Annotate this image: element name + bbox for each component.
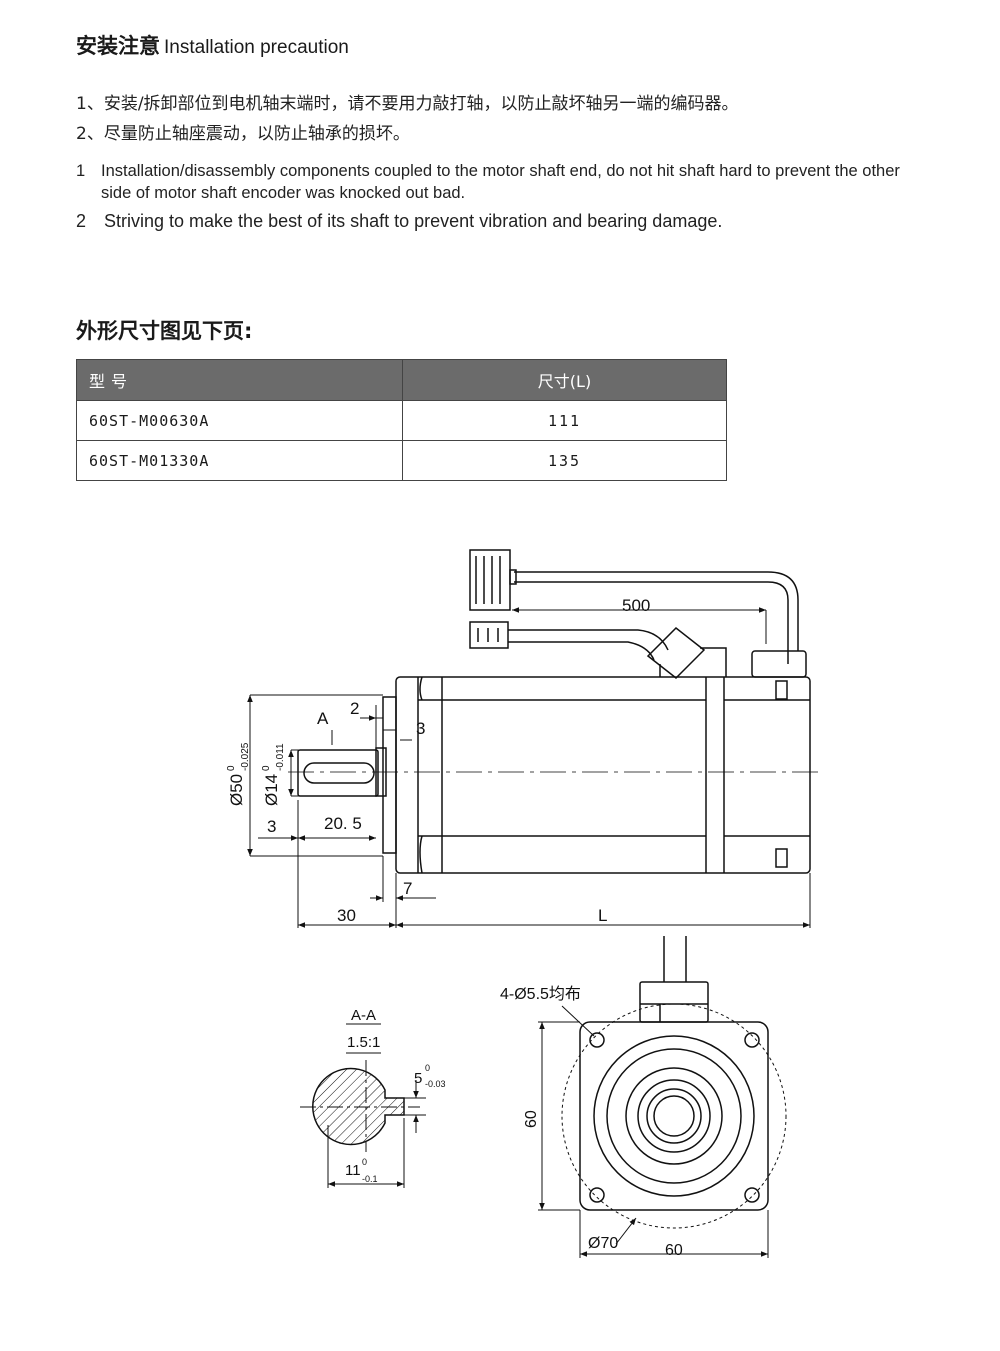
dim-2: 2 (350, 699, 359, 718)
title-cn: 安装注意 (76, 34, 160, 58)
header-length: 尺寸(L) (402, 359, 727, 401)
dim-section-mark: A (317, 709, 329, 728)
cell-model: 60ST-M00630A (76, 400, 403, 441)
dimension-table: 型号 尺寸(L) 60ST-M00630A 111 60ST-M01330A 1… (76, 359, 727, 481)
pcd-diameter: Ø70 (588, 1235, 618, 1252)
dia-50: Ø50 (227, 774, 246, 806)
dia-14-tol-upper: 0 (261, 765, 272, 771)
section-scale: 1.5:1 (347, 1034, 380, 1051)
dia-50-tol-lower: -0.025 (240, 742, 251, 771)
flange-height: 60 (523, 1110, 540, 1128)
shaft-section-view (300, 1023, 426, 1188)
note-en-1-line2: side of motor shaft encoder was knocked … (101, 184, 466, 202)
flange-width: 60 (665, 1242, 683, 1259)
motor-front-view (538, 936, 787, 1258)
dia-14-label: Ø14 0 -0.011 (261, 743, 286, 806)
dim-7: 7 (403, 879, 412, 898)
table-header-row: 型号 尺寸(L) (76, 359, 727, 401)
cell-model: 60ST-M01330A (76, 440, 403, 481)
cell-length: 135 (402, 440, 727, 481)
cell-length: 111 (402, 400, 727, 441)
section-title: A-A (351, 1007, 376, 1024)
holes-spec: 4-Ø5.5均布 (500, 985, 581, 1003)
dim-3-left: 3 (267, 817, 276, 836)
table-row: 60ST-M00630A 111 (76, 400, 727, 441)
key-tol-upper: 0 (425, 1063, 430, 1073)
table-title: 外形尺寸图见下页: (76, 319, 253, 343)
dim-20-5: 20. 5 (324, 814, 362, 833)
dimension-labels: 500 A 2 3 3 20. 5 7 30 L Ø50 0 -0.025 Ø1… (226, 596, 683, 1259)
dia-14: Ø14 (262, 774, 281, 806)
flange-height-label: 60 (523, 1110, 540, 1128)
dim-30: 30 (337, 906, 356, 925)
note-en-1-line1: Installation/disassembly components coup… (101, 162, 900, 180)
note-en-2-number: 2 (76, 211, 87, 231)
shaft-tol-lower: -0.1 (362, 1174, 378, 1184)
dia-50-tol-upper: 0 (226, 765, 237, 771)
key-width: 5 (414, 1070, 422, 1087)
motor-side-view (247, 549, 822, 928)
dia-50-label: Ø50 0 -0.025 (226, 742, 251, 806)
note-cn-2: 2、尽量防止轴座震动，以防止轴承的损坏。 (76, 124, 410, 144)
table-row: 60ST-M01330A 135 (76, 440, 727, 481)
dim-3-top: 3 (416, 719, 425, 738)
title-en: Installation precaution (164, 37, 349, 58)
shaft-depth: 11 (345, 1162, 361, 1179)
dia-14-tol-lower: -0.011 (275, 743, 286, 771)
shaft-tol-upper: 0 (362, 1157, 367, 1167)
note-en-2-line1: Striving to make the best of its shaft t… (104, 211, 723, 231)
note-cn-1: 1、安装/拆卸部位到电机轴末端时，请不要用力敲打轴，以防止敲坏轴另一端的编码器。 (76, 94, 739, 114)
note-en-1-number: 1 (76, 162, 86, 180)
key-tol-lower: -0.03 (425, 1079, 446, 1089)
header-model: 型号 (76, 359, 403, 401)
dim-L: L (598, 906, 607, 925)
dim-cable-length: 500 (622, 596, 650, 615)
